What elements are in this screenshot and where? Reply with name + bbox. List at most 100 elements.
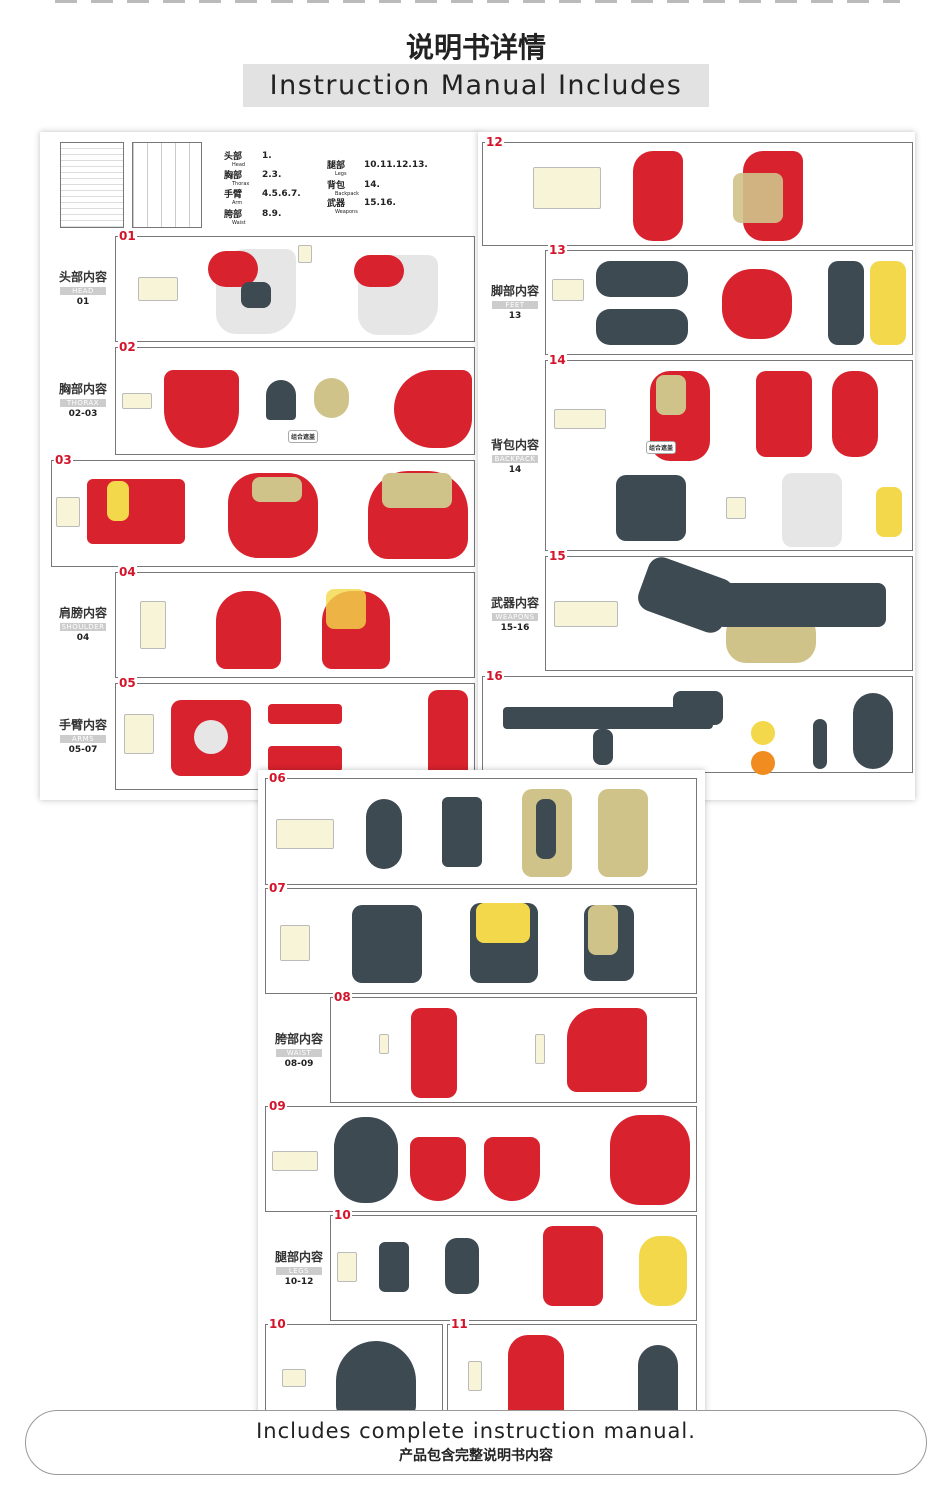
section-label-text: 14 [508,465,522,475]
model-part-image [726,497,746,519]
model-part-image [164,370,239,448]
model-part-image [508,1335,564,1416]
step-01: 01 [115,229,475,342]
model-part-image [241,282,271,308]
model-part-image [596,309,688,345]
step-number: 16 [485,669,504,683]
section-label-text: HEAD [60,287,106,295]
section-label-text: 胯部内容 [274,1032,323,1046]
index-pages: 4.5.6.7. [262,189,301,199]
index-label: 头部 [224,152,243,162]
model-part-image [610,1115,690,1205]
model-part-image [503,707,713,729]
section-label-text: 04 [76,633,90,643]
footer-banner: Includes complete instruction manual. 产品… [25,1410,927,1475]
model-part-image [216,591,281,669]
index-pages: 10.11.12.13. [364,160,428,170]
model-part-image [194,720,228,754]
model-part-image [138,277,178,301]
section-label-text: LEGS [276,1267,322,1275]
section-label-text: BACKPACK [492,455,538,463]
section-label-text: 肩膀内容 [58,606,107,620]
title-en: Instruction Manual Includes [243,64,709,107]
model-part-image [552,279,584,301]
step-number: 07 [268,881,287,895]
model-part-image [124,714,154,754]
model-part-image [733,173,783,223]
model-part-image [588,905,618,955]
section-label-text: 武器内容 [490,596,539,610]
model-part-image [596,261,688,297]
index-label: 手臂 [224,190,243,200]
section-label-text: 13 [508,311,522,321]
step-number: 14 [548,353,567,367]
footer-text-cn: 产品包含完整说明书内容 [399,1448,553,1464]
model-part-image [252,477,302,502]
step-number: 12 [485,135,504,149]
step-08: 08 [330,990,697,1103]
index-pages: 15.16. [364,198,396,208]
section-label-text: 头部内容 [58,270,107,284]
step-12: 12 [482,135,913,246]
model-part-image [639,1236,687,1306]
model-part-image [107,481,129,521]
model-part-image [870,261,906,345]
index-label: Thorax [232,181,250,187]
index-label: Weapons [335,209,358,215]
model-part-image [394,370,472,448]
model-part-image [314,378,349,418]
model-part-image [593,729,613,765]
step-11: 11 [447,1317,697,1416]
model-part-image [598,789,648,877]
model-part-image [543,1226,603,1306]
model-part-image [336,1341,416,1416]
model-part-image [476,903,530,943]
step-04: 04 [115,565,475,678]
section-label-text: 08-09 [284,1059,314,1069]
model-part-image [484,1137,540,1201]
model-part-image [751,751,775,775]
model-part-image [410,1137,466,1201]
index-label: Waist [232,220,246,226]
model-part-image [656,375,686,415]
model-part-image [782,473,842,547]
index-pages: 1. [262,151,272,161]
section-label-text: FEET [492,301,538,309]
index-pages: 2.3. [262,170,282,180]
model-part-image [354,255,404,287]
step-13: 13 [545,243,913,355]
section-label-text: THORAX [60,399,106,407]
model-part-image [366,799,402,869]
model-part-image [379,1034,389,1054]
model-part-image [272,1151,318,1171]
index-label: Head [232,162,246,168]
model-part-image [554,601,618,627]
section-label-text: 02-03 [68,409,98,419]
model-part-image [536,799,556,859]
model-part-image [716,583,886,627]
model-part-image [832,371,878,457]
step-03: 03 [51,453,475,567]
step-number: 03 [54,453,73,467]
index-label: 武器 [327,199,346,209]
section-label-text: 腿部内容 [274,1250,323,1264]
model-part-image [276,819,334,849]
section-label-text: ARMS [60,735,106,743]
section-label-text: WEAPONS [492,613,538,621]
model-part-image [638,1345,678,1416]
section-label-text: 手臂内容 [58,718,107,732]
sheet-thumbnail [60,142,124,228]
step-09: 09 [265,1099,697,1212]
model-part-image [280,925,310,961]
model-part-image [266,380,296,420]
index-pages: 14. [364,180,380,190]
model-part-image [326,589,366,629]
